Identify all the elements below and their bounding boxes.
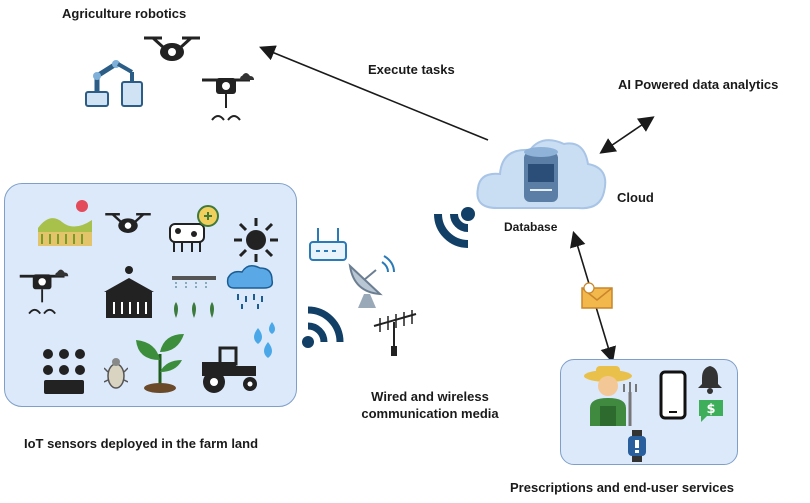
iot-sensors-label: IoT sensors deployed in the farm land bbox=[24, 436, 259, 451]
rain-cloud-icon bbox=[226, 265, 274, 309]
ai-analytics-label: AI Powered data analytics bbox=[618, 77, 779, 92]
water-drops-icon bbox=[254, 322, 275, 358]
greenhouse-icon bbox=[104, 266, 154, 318]
smartphone-icon bbox=[659, 370, 687, 420]
execute-tasks-label: Execute tasks bbox=[368, 62, 455, 77]
agriculture-robotics-label: Agriculture robotics bbox=[62, 6, 187, 21]
antenna-icon bbox=[373, 310, 417, 356]
smartwatch-icon bbox=[628, 430, 646, 462]
comm-media-label-line2: communication media bbox=[361, 406, 499, 421]
email-icon bbox=[581, 282, 613, 309]
bell-icon bbox=[698, 366, 722, 394]
tractor-icon bbox=[202, 346, 257, 393]
execute-tasks-arrow bbox=[259, 45, 489, 141]
cloud-icon bbox=[476, 139, 607, 210]
cow-health-icon bbox=[169, 205, 219, 252]
analytics-arrow bbox=[599, 116, 655, 154]
satellite-dish-icon bbox=[348, 255, 395, 308]
field-sun-icon bbox=[38, 200, 92, 246]
drone-sprayer-icon bbox=[19, 269, 69, 315]
wifi-signal-icon bbox=[434, 207, 475, 248]
sun-icon bbox=[234, 218, 278, 262]
dollar-chat-icon: $ bbox=[699, 400, 723, 422]
insect-icon bbox=[104, 358, 128, 389]
plant-icon bbox=[136, 334, 184, 393]
drone-sprayer-icon bbox=[202, 73, 254, 121]
irrigation-icon bbox=[172, 276, 216, 318]
router-icon bbox=[309, 228, 347, 261]
database-icon bbox=[524, 147, 558, 202]
drone-icon bbox=[144, 36, 200, 61]
comm-media-label-line1: Wired and wireless bbox=[371, 389, 489, 404]
wifi-signal-icon bbox=[302, 306, 344, 348]
farmer-icon bbox=[584, 366, 637, 426]
drone-icon bbox=[105, 213, 151, 233]
robot-arm-icon bbox=[85, 60, 143, 107]
cloud-label: Cloud bbox=[617, 190, 654, 205]
sensor-panel-icon bbox=[43, 349, 85, 394]
svg-text:$: $ bbox=[706, 402, 715, 417]
prescriptions-label: Prescriptions and end-user services bbox=[510, 480, 734, 495]
database-label: Database bbox=[504, 220, 558, 234]
